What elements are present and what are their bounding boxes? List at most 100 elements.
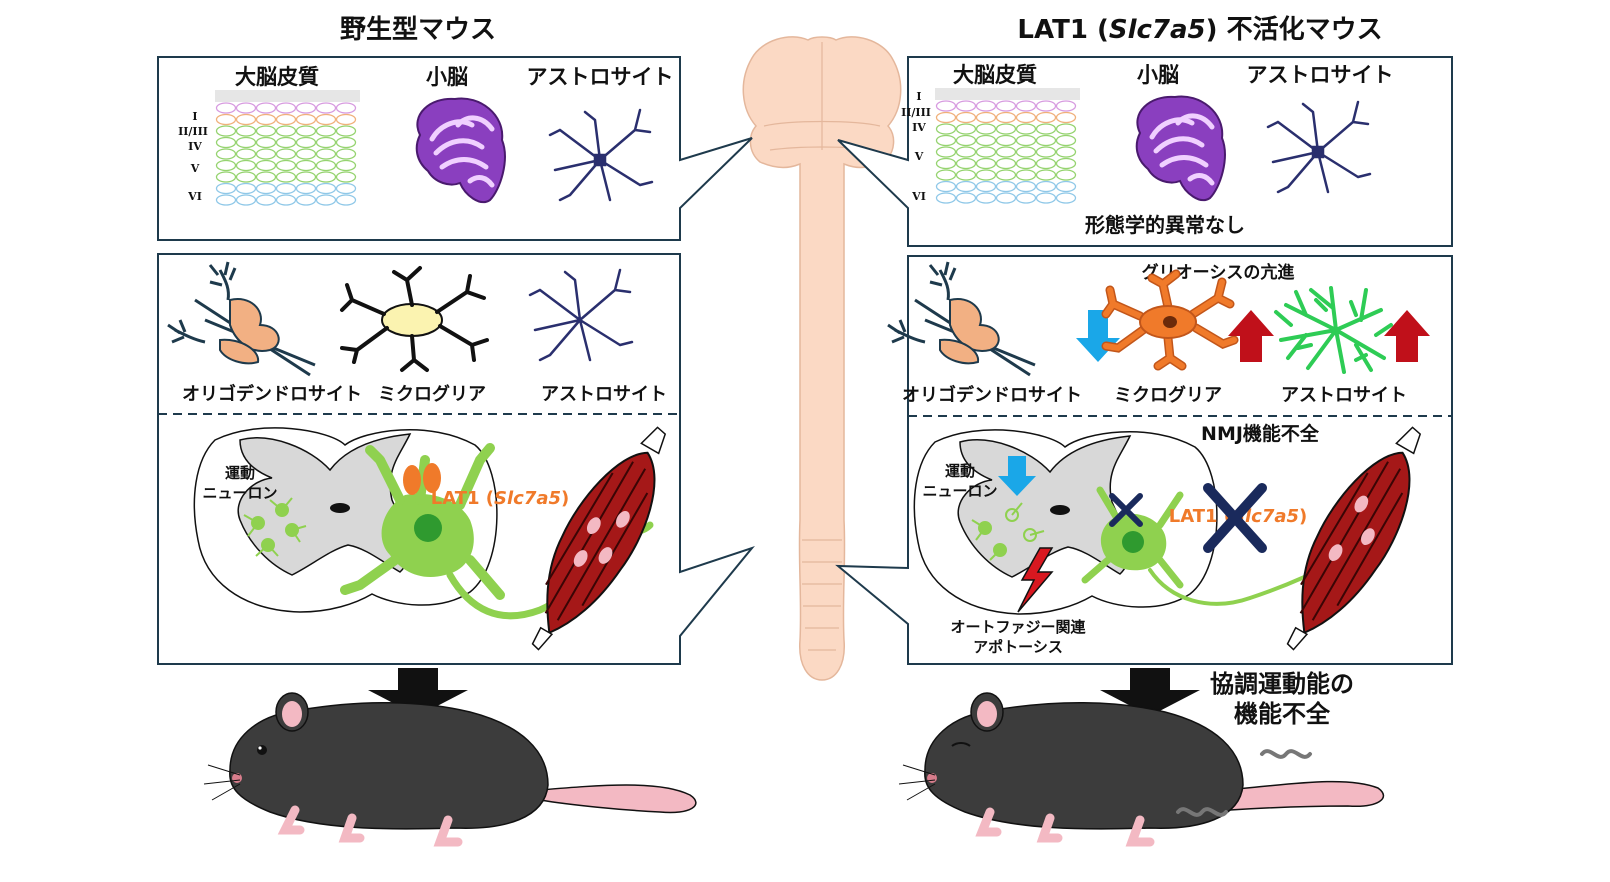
tremor-line-bottom bbox=[1176, 807, 1228, 817]
left-small-neurons bbox=[243, 497, 307, 557]
cortex-cell bbox=[295, 194, 317, 206]
cortex-cell bbox=[1015, 192, 1037, 204]
right-cerebellum-label: 小脳 bbox=[1137, 63, 1179, 87]
cortex-cell bbox=[1055, 192, 1077, 204]
cortex-cell bbox=[275, 194, 297, 206]
cortex-cell bbox=[295, 113, 317, 126]
right-lat1-suffix: ) bbox=[1299, 506, 1307, 527]
left-lat1-gene: Slc7a5 bbox=[494, 488, 561, 509]
cortex-cell bbox=[315, 125, 337, 137]
cortex-cell bbox=[1055, 169, 1077, 181]
cortex-cell bbox=[1035, 157, 1057, 170]
right-normal-note: 形態学的異常なし bbox=[1085, 213, 1245, 237]
cortex-cell bbox=[935, 100, 957, 112]
cortex-cell bbox=[975, 111, 997, 124]
cortex-cell bbox=[1035, 192, 1057, 204]
motor-neuron-down-arrow bbox=[998, 456, 1036, 496]
cortex-cell bbox=[335, 171, 357, 183]
right-motor-neuron-label-1: 運動 bbox=[945, 462, 975, 480]
cortex-cell bbox=[1035, 134, 1057, 147]
cortex-cell bbox=[975, 169, 997, 181]
left-glia-astrocyte-icon bbox=[528, 268, 634, 362]
cortex-cell bbox=[275, 148, 297, 160]
cortex-cell bbox=[315, 113, 337, 126]
left-layer-3: IV bbox=[188, 140, 202, 153]
cortex-cell bbox=[215, 159, 237, 172]
cortex-cell bbox=[1055, 146, 1077, 158]
cortex-cell bbox=[295, 125, 317, 137]
left-spinal-section: 運動 ニューロン LAT1 (Slc7a5) bbox=[193, 426, 667, 651]
cortex-cell bbox=[1055, 134, 1077, 147]
left-glia-astrocyte-label: アストロサイト bbox=[541, 384, 667, 405]
cortex-cell bbox=[935, 180, 957, 193]
cortex-cell bbox=[275, 113, 297, 126]
cortex-cell bbox=[995, 111, 1017, 124]
cortex-cell bbox=[335, 113, 357, 126]
cortex-cell bbox=[275, 182, 297, 195]
left-lat1-suffix: ) bbox=[561, 488, 569, 509]
cortex-cell bbox=[295, 159, 317, 172]
tremor-line-top bbox=[1260, 749, 1312, 759]
right-astrocyte-icon bbox=[1266, 100, 1372, 194]
lightning-bolt bbox=[1017, 547, 1054, 613]
right-down-arrow bbox=[1100, 668, 1200, 716]
cortex-cell bbox=[1055, 100, 1077, 112]
microglia-up-arrow bbox=[1228, 310, 1274, 362]
small-cross-icon bbox=[1109, 493, 1143, 527]
cortex-cell bbox=[235, 102, 257, 114]
cortex-cell bbox=[975, 157, 997, 170]
cortex-cell bbox=[335, 148, 357, 160]
cortex-cell bbox=[955, 111, 977, 124]
right-gray-matter bbox=[957, 435, 1132, 578]
cortex-cell bbox=[1035, 169, 1057, 181]
left-central-canal bbox=[330, 503, 350, 513]
left-motor-neuron-label-2: ニューロン bbox=[202, 484, 277, 502]
left-glia-row: オリゴデンドロサイト ミクログリア アストロサイト bbox=[167, 261, 667, 405]
cortex-cell bbox=[215, 194, 237, 206]
cortex-cell bbox=[295, 102, 317, 114]
left-mouse bbox=[203, 692, 697, 847]
cortex-cell bbox=[335, 194, 357, 206]
right-lat1-gene: Slc7a5 bbox=[1232, 506, 1299, 527]
right-glia-astrocyte-label: アストロサイト bbox=[1281, 385, 1407, 406]
cortex-cell bbox=[215, 102, 237, 114]
right-motor-neuron bbox=[1081, 486, 1350, 606]
cortex-cell bbox=[955, 169, 977, 181]
left-motor-neuron-label-1: 運動 bbox=[225, 464, 255, 482]
cortex-cell bbox=[1055, 111, 1077, 124]
left-cortex-label: 大脳皮質 bbox=[235, 65, 319, 89]
cortex-cell bbox=[995, 169, 1017, 181]
astrocyte-up-arrow bbox=[1384, 310, 1430, 362]
cortex-cell bbox=[995, 180, 1017, 193]
cortex-cell bbox=[255, 171, 277, 183]
brain-and-spinal-cord bbox=[742, 36, 902, 681]
gliosis-label: グリオーシスの亢進 bbox=[1142, 262, 1295, 283]
cortex-cell bbox=[995, 100, 1017, 112]
left-layer-1: I bbox=[192, 110, 197, 123]
left-lat1-prefix: LAT1 ( bbox=[431, 488, 494, 509]
cortex-cell bbox=[275, 102, 297, 114]
left-cerebellum-label: 小脳 bbox=[426, 65, 468, 89]
cortex-cell bbox=[295, 148, 317, 160]
cortex-cell bbox=[275, 136, 297, 149]
right-lat1-prefix: LAT1 ( bbox=[1169, 506, 1232, 527]
right-layer-2: II/III bbox=[901, 106, 931, 119]
cortex-cell bbox=[255, 159, 277, 172]
left-down-arrow bbox=[368, 668, 468, 716]
cortex-cell bbox=[335, 159, 357, 172]
right-oligodendrocyte-icon bbox=[887, 261, 1036, 377]
cortex-cell bbox=[955, 192, 977, 204]
cortex-cell bbox=[1015, 134, 1037, 147]
right-top: 大脳皮質 小脳 アストロサイト I II/III IV V VI 形態学的異常な… bbox=[901, 63, 1393, 237]
cortex-cell bbox=[935, 111, 957, 124]
right-panel-title: LAT1 (Slc7a5) 不活化マウス bbox=[1017, 15, 1382, 45]
cortex-cell bbox=[1055, 123, 1077, 135]
cortex-cell bbox=[335, 182, 357, 195]
cortex-cell bbox=[935, 134, 957, 147]
left-cortex-diagram bbox=[215, 90, 360, 206]
left-lat1-label: LAT1 (Slc7a5) bbox=[431, 488, 570, 509]
right-glia-row: グリオーシスの亢進 オリゴデンドロサイト ミクログリア アストロサイト bbox=[887, 261, 1430, 406]
left-microglia-icon bbox=[340, 266, 489, 372]
cortex-cell bbox=[255, 113, 277, 126]
left-layer-2: II/III bbox=[178, 125, 208, 138]
